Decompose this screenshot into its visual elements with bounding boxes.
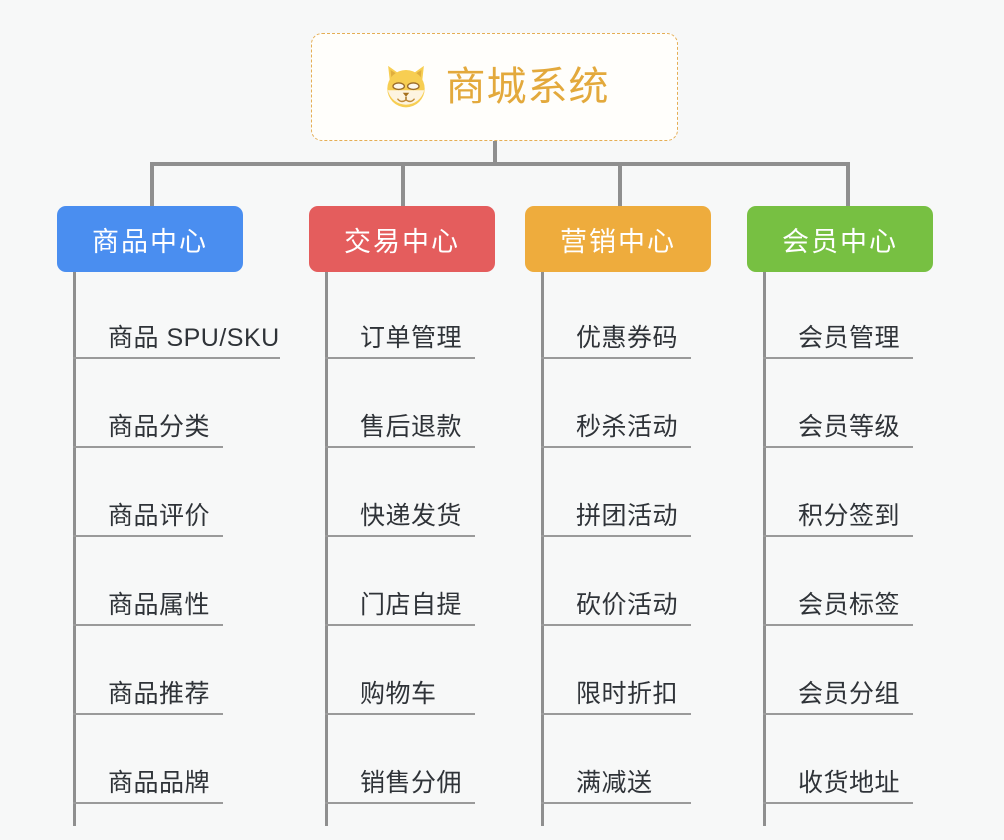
leaf-label: 购物车: [360, 679, 437, 708]
branch-spine: [763, 272, 766, 826]
leaf-label: 秒杀活动: [576, 412, 679, 441]
leaf-list: 商品 SPU/SKU 商品分类 商品评价 商品属性 商品推荐 商品品牌: [73, 272, 303, 804]
leaf-item[interactable]: 拼团活动: [541, 448, 691, 537]
leaf-item[interactable]: 购物车: [325, 626, 475, 715]
leaf-item[interactable]: 秒杀活动: [541, 359, 691, 448]
leaf-item[interactable]: 积分签到: [763, 448, 913, 537]
category-title: 会员中心: [782, 226, 898, 257]
leaf-item[interactable]: 砍价活动: [541, 537, 691, 626]
leaf-label: 会员分组: [798, 679, 901, 708]
leaf-item[interactable]: 限时折扣: [541, 626, 691, 715]
leaf-label: 会员等级: [798, 412, 901, 441]
leaf-label: 收货地址: [798, 768, 901, 797]
leaf-list: 优惠券码 秒杀活动 拼团活动 砍价活动 限时折扣 满减送: [541, 272, 756, 804]
leaf-label: 商品 SPU/SKU: [108, 323, 280, 352]
leaf-item[interactable]: 商品分类: [73, 359, 223, 448]
leaf-item[interactable]: 商品属性: [73, 537, 223, 626]
leaf-item[interactable]: 优惠券码: [541, 272, 691, 359]
leaf-label: 限时折扣: [576, 679, 679, 708]
leaf-item[interactable]: 商品品牌: [73, 715, 223, 804]
leaf-label: 商品属性: [108, 590, 211, 619]
connector-drop-1: [401, 162, 405, 208]
leaf-label: 商品品牌: [108, 768, 211, 797]
leaf-label: 售后退款: [360, 412, 463, 441]
leaf-item[interactable]: 商品 SPU/SKU: [73, 272, 280, 359]
connector-bus: [150, 162, 850, 166]
branch-spine: [73, 272, 76, 826]
connector-drop-2: [618, 162, 622, 208]
root-title: 商城系统: [445, 65, 610, 109]
leaf-label: 积分签到: [798, 501, 901, 530]
branch-column-marketing: 营销中心 优惠券码 秒杀活动 拼团活动 砍价活动 限时折扣 满减送: [525, 206, 740, 826]
shiba-dog-icon: [386, 65, 425, 108]
category-header-product[interactable]: 商品中心: [57, 206, 243, 272]
leaf-label: 商品评价: [108, 501, 211, 530]
leaf-item[interactable]: 会员标签: [763, 537, 913, 626]
branch-spine: [541, 272, 544, 826]
leaf-item[interactable]: 门店自提: [325, 537, 475, 626]
branch-spine: [325, 272, 328, 826]
leaf-item[interactable]: 销售分佣: [325, 715, 475, 804]
leaf-label: 拼团活动: [576, 501, 679, 530]
category-header-trade[interactable]: 交易中心: [309, 206, 495, 272]
leaf-item[interactable]: 会员分组: [763, 626, 913, 715]
leaf-item[interactable]: 订单管理: [325, 272, 475, 359]
leaf-label: 会员标签: [798, 590, 901, 619]
leaf-item[interactable]: 售后退款: [325, 359, 475, 448]
category-header-marketing[interactable]: 营销中心: [525, 206, 711, 272]
leaf-label: 门店自提: [360, 590, 463, 619]
leaf-item[interactable]: 快递发货: [325, 448, 475, 537]
leaf-list: 会员管理 会员等级 积分签到 会员标签 会员分组 收货地址: [763, 272, 978, 804]
branch-column-member: 会员中心 会员管理 会员等级 积分签到 会员标签 会员分组 收货地址: [747, 206, 962, 826]
category-title: 营销中心: [560, 226, 676, 257]
leaf-label: 砍价活动: [576, 590, 679, 619]
connector-stem: [493, 141, 497, 165]
leaf-item[interactable]: 满减送: [541, 715, 691, 804]
connector-drop-0: [150, 162, 154, 208]
leaf-item[interactable]: 商品推荐: [73, 626, 223, 715]
leaf-item[interactable]: 会员管理: [763, 272, 913, 359]
root-node[interactable]: 商城系统: [311, 33, 678, 141]
leaf-item[interactable]: 商品评价: [73, 448, 223, 537]
leaf-label: 销售分佣: [360, 768, 463, 797]
leaf-list: 订单管理 售后退款 快递发货 门店自提 购物车 销售分佣: [325, 272, 540, 804]
leaf-label: 商品分类: [108, 412, 211, 441]
connector-drop-3: [846, 162, 850, 208]
leaf-item[interactable]: 收货地址: [763, 715, 913, 804]
leaf-label: 会员管理: [798, 323, 901, 352]
category-title: 商品中心: [92, 226, 208, 257]
category-header-member[interactable]: 会员中心: [747, 206, 933, 272]
leaf-label: 订单管理: [360, 323, 463, 352]
category-title: 交易中心: [344, 226, 460, 257]
leaf-label: 商品推荐: [108, 679, 211, 708]
branch-column-product: 商品中心 商品 SPU/SKU 商品分类 商品评价 商品属性 商品推荐 商品品牌: [57, 206, 287, 826]
leaf-item[interactable]: 会员等级: [763, 359, 913, 448]
leaf-label: 优惠券码: [576, 323, 679, 352]
branch-column-trade: 交易中心 订单管理 售后退款 快递发货 门店自提 购物车 销售分佣: [309, 206, 524, 826]
leaf-label: 快递发货: [360, 501, 463, 530]
leaf-label: 满减送: [576, 768, 653, 797]
